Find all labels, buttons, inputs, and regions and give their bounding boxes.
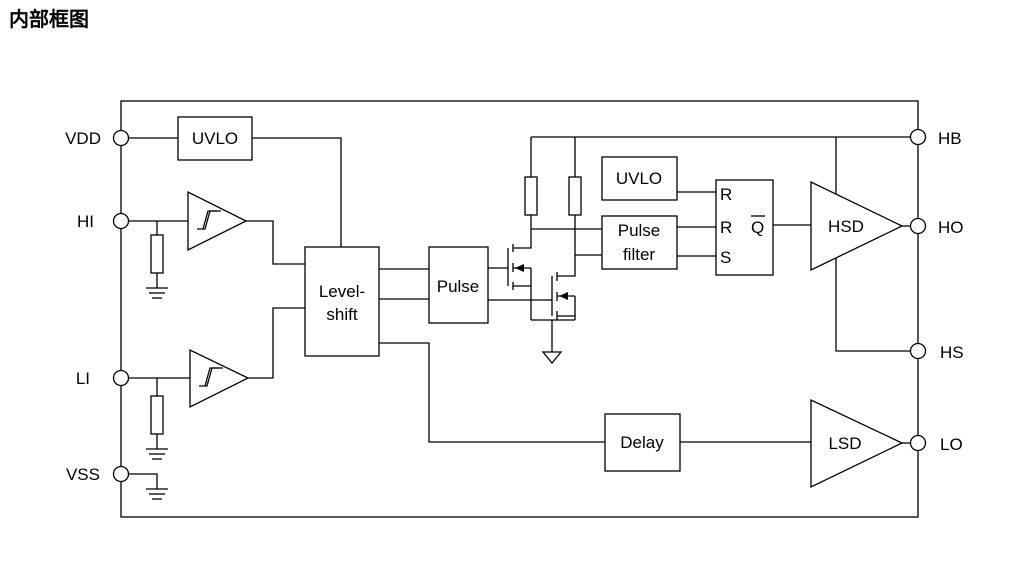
wire-hsd-hs (835, 256, 911, 352)
level-shift-resistor-1 (524, 176, 538, 216)
nmos-transistor-2 (551, 262, 576, 320)
pin-hs: HS (909, 342, 964, 362)
svg-text:HSD: HSD (828, 217, 864, 236)
uvlo-block-high: UVLO (601, 156, 678, 201)
svg-text:Pulse: Pulse (618, 221, 661, 240)
pulse-block: Pulse (428, 246, 489, 324)
svg-text:HO: HO (938, 218, 964, 237)
latch-r1-label: R (720, 185, 732, 204)
latch-q-label: Q (751, 218, 764, 237)
level-shift-block: Level- shift (304, 246, 380, 357)
svg-text:HB: HB (938, 129, 962, 148)
level-shift-resistor-2 (568, 176, 582, 216)
svg-text:shift: shift (326, 305, 357, 324)
hsd-driver: HSD (810, 180, 904, 272)
rs-latch: R R S Q (715, 179, 774, 276)
svg-text:LI: LI (76, 369, 90, 388)
svg-text:VDD: VDD (65, 129, 101, 148)
svg-text:HI: HI (77, 212, 94, 231)
svg-text:Level-: Level- (319, 282, 365, 301)
wire-li-to-levelshift (248, 307, 305, 379)
hs-ground-icon (541, 351, 563, 365)
svg-text:UVLO: UVLO (192, 129, 238, 148)
pin-lo: LO (909, 434, 963, 454)
pin-hi: HI (77, 212, 130, 231)
svg-text:filter: filter (623, 245, 655, 264)
chip-outline (120, 100, 919, 518)
svg-text:LO: LO (940, 435, 963, 454)
pin-vss: VSS (66, 465, 130, 484)
li-pulldown-resistor (150, 395, 164, 435)
wire-hi-to-levelshift (246, 220, 305, 265)
li-schmitt-trigger (189, 348, 250, 409)
wire-vss-gnd (128, 473, 158, 489)
latch-r2-label: R (720, 218, 732, 237)
svg-text:Pulse: Pulse (437, 277, 480, 296)
hi-ground-icon (146, 287, 168, 299)
pin-hb: HB (909, 128, 962, 148)
page-title: 内部框图 (9, 7, 89, 31)
pin-li: LI (76, 369, 130, 388)
hi-schmitt-trigger (187, 190, 248, 252)
pulse-filter-block: Pulse filter (601, 215, 678, 270)
svg-text:HS: HS (940, 343, 964, 362)
wire-uvlo-levelshift (252, 137, 342, 247)
nmos-transistor-1 (507, 234, 532, 320)
li-ground-icon (146, 448, 168, 460)
pin-ho: HO (909, 217, 964, 237)
delay-block: Delay (604, 413, 681, 472)
svg-text:UVLO: UVLO (616, 169, 662, 188)
wire-levelshift-delay (379, 342, 605, 443)
svg-text:Delay: Delay (620, 433, 664, 452)
pin-vdd: VDD (65, 129, 130, 148)
svg-text:VSS: VSS (66, 465, 100, 484)
hi-pulldown-resistor (150, 234, 164, 274)
svg-text:LSD: LSD (828, 434, 861, 453)
latch-s-label: S (720, 248, 731, 267)
vss-ground-icon (146, 488, 168, 500)
uvlo-block-low: UVLO (177, 116, 253, 161)
lsd-driver: LSD (810, 398, 904, 489)
